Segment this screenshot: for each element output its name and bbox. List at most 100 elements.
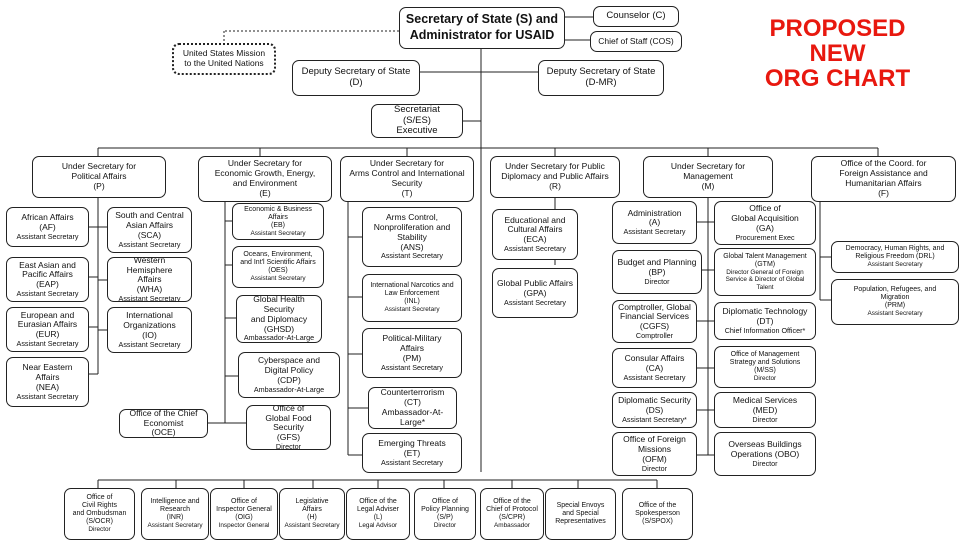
org-box-oce-title-line: (OCE) [151,427,176,438]
org-box-sca-title-line: (SCA) [137,229,162,240]
org-box-bp[interactable]: Budget and Planning(BP)Director [612,250,702,294]
org-box-cpr-title-line: Chief of Protocol [486,506,538,514]
org-box-r-title-line: (R) [549,180,561,191]
org-box-et[interactable]: Emerging Threats(ET)Assistant Secretary [362,433,462,473]
org-box-med[interactable]: Medical Services(MED)Director [714,392,816,428]
org-box-gtm[interactable]: Global Talent Management(GTM)Director Ge… [714,248,816,296]
org-box-gpa-title-line: (GPA) [523,287,547,298]
org-box-h-role-line: Assistant Secretary [284,522,340,530]
org-box-counselor[interactable]: Counselor (C) [593,6,679,27]
org-box-a-title-line: Administration [627,207,682,218]
org-box-dmr[interactable]: Deputy Secretary of State(D-MR) [538,60,664,96]
org-box-es-title-line: (S/ES) [403,114,431,126]
org-box-pm-title-line: Affairs [400,342,424,353]
org-box-mss-title-line: Strategy and Solutions [729,359,801,367]
org-box-prm-title-line: Migration [880,294,910,302]
org-box-ga-title-line: (GA) [756,222,774,233]
org-box-sesr-title-line: and Special [562,509,599,517]
org-box-cdp-title-line: Digital Policy [264,364,314,375]
org-box-io-role-line: Assistant Secretary [118,339,181,349]
org-box-ca[interactable]: Consular Affairs(CA)Assistant Secretary [612,348,697,388]
org-box-ct[interactable]: Counterterrorism(CT)Ambassador-At-Large* [368,387,457,429]
org-box-f-title-line: Humanitarian Affairs [845,178,922,188]
org-box-cdp-role-line: Ambassador-At-Large [253,384,325,394]
org-box-io-title-line: Organizations [123,319,176,330]
org-box-inl-role-line: Assistant Secretary [384,306,440,314]
org-box-ga-role-line: Procurement Exec [735,232,795,242]
org-box-eap-title-line: Pacific Affairs [22,269,73,280]
org-box-cos[interactable]: Chief of Staff (COS) [590,31,682,52]
org-box-l-title-line: Legal Adviser [356,506,400,514]
org-box-obo-title-line: Overseas Buildings [728,439,802,450]
org-box-ans-role-line: Assistant Secretary [381,251,443,261]
org-box-cpr-title-line: Office of the [493,498,531,506]
org-box-cgfs-role-line: Comptroller [635,331,674,340]
org-box-af[interactable]: African Affairs(AF)Assistant Secretary [6,207,89,247]
org-box-h-title-line: (H) [307,514,317,522]
org-box-nea[interactable]: Near Eastern Affairs(NEA)Assistant Secre… [6,357,89,407]
org-box-et-title-line: (ET) [403,447,421,458]
org-box-a[interactable]: Administration(A)Assistant Secretary [612,201,697,244]
org-box-es[interactable]: Executive Secretariat(S/ES)Executive Sec… [371,104,463,138]
org-box-ds[interactable]: Diplomatic Security(DS)Assistant Secreta… [612,392,697,428]
org-box-sp-title-line: (S/P) [437,514,453,522]
org-box-a-role-line: Assistant Secretary [623,227,686,237]
org-box-et-role-line: Assistant Secretary [381,457,443,467]
org-box-t-title-line: Under Secretary for [369,158,445,169]
org-box-es-title-line: Executive Secretariat [394,104,440,115]
org-box-cpr-role-line: Ambassador [494,522,530,530]
org-box-ghsd-title-line: Global Health Security [253,295,305,315]
org-box-gpa[interactable]: Global Public Affairs(GPA)Assistant Secr… [492,268,578,318]
org-box-d[interactable]: Deputy Secretary of State(D) [292,60,420,96]
org-box-d-title-line: Deputy Secretary of State [301,66,411,78]
org-box-ghsd-role-line: Ambassador-At-Large [243,333,315,343]
org-box-ds-title-line: (DS) [645,404,664,415]
org-box-ga-title-line: Global Acquisition [731,212,799,223]
org-box-ghsd-title-line: (GHSD) [263,323,295,334]
org-box-bp-title-line: Budget and Planning [617,257,697,268]
org-box-ofm-role-line: Director [641,463,668,473]
org-box-oce-title-line: Office of the Chief [129,409,198,418]
org-box-dt[interactable]: Diplomatic Technology(DT)Chief Informati… [714,302,816,340]
org-box-gtm-title-line: Global Talent Management [723,252,807,260]
org-box-oes[interactable]: Oceans, Environment,and Int'l Scientific… [232,246,324,288]
